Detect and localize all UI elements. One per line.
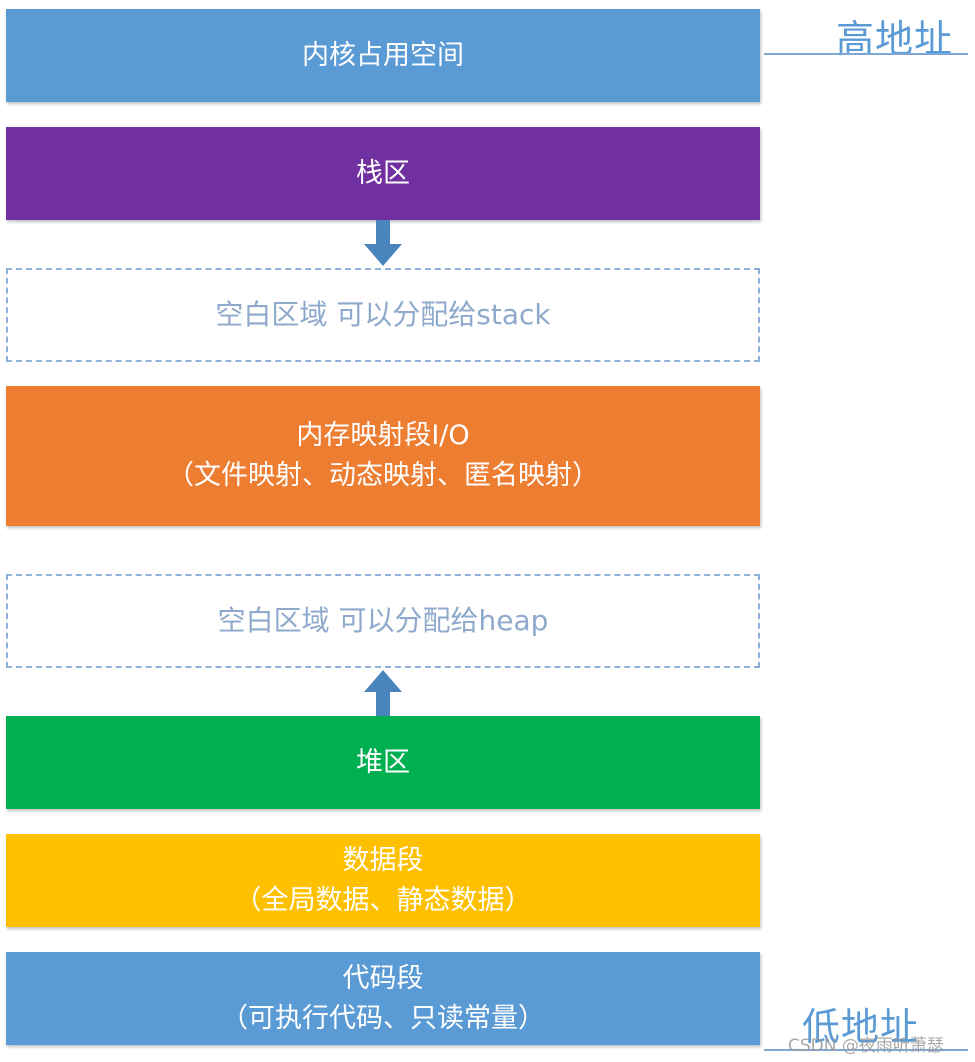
data-segment: 数据段 （全局数据、静态数据） (6, 834, 760, 927)
heap-grows-up-arrow-icon (364, 670, 402, 716)
watermark: CSDN @夜雨听萧瑟 (788, 1036, 944, 1056)
mmap-title: 内存映射段I/O (296, 420, 470, 451)
kernel-space-label: 内核占用空间 (302, 39, 464, 71)
free-area-for-heap: 空白区域 可以分配给heap (6, 574, 760, 668)
code-segment: 代码段 （可执行代码、只读常量） (6, 952, 760, 1045)
mmap-subtitle: （文件映射、动态映射、匿名映射） (167, 460, 599, 491)
kernel-space-segment: 内核占用空间 (6, 9, 760, 102)
code-segment-title: 代码段 (342, 962, 424, 994)
heap-segment: 堆区 (6, 716, 760, 809)
data-segment-subtitle: （全局数据、静态数据） (234, 884, 532, 916)
data-segment-title: 数据段 (342, 844, 424, 876)
memory-mapped-segment: 内存映射段I/O （文件映射、动态映射、匿名映射） (6, 386, 760, 526)
free-area-heap-label: 空白区域 可以分配给heap (217, 604, 549, 637)
heap-label: 堆区 (356, 746, 410, 778)
high-address-line (764, 53, 968, 55)
stack-label: 栈区 (356, 157, 410, 189)
low-address-line (764, 1049, 968, 1051)
stack-segment: 栈区 (6, 127, 760, 220)
free-area-for-stack: 空白区域 可以分配给stack (6, 268, 760, 362)
code-segment-subtitle: （可执行代码、只读常量） (221, 1002, 545, 1034)
stack-grows-down-arrow-icon (364, 220, 402, 266)
low-address-label: 低地址 (802, 1005, 920, 1049)
free-area-stack-label: 空白区域 可以分配给stack (215, 298, 551, 331)
